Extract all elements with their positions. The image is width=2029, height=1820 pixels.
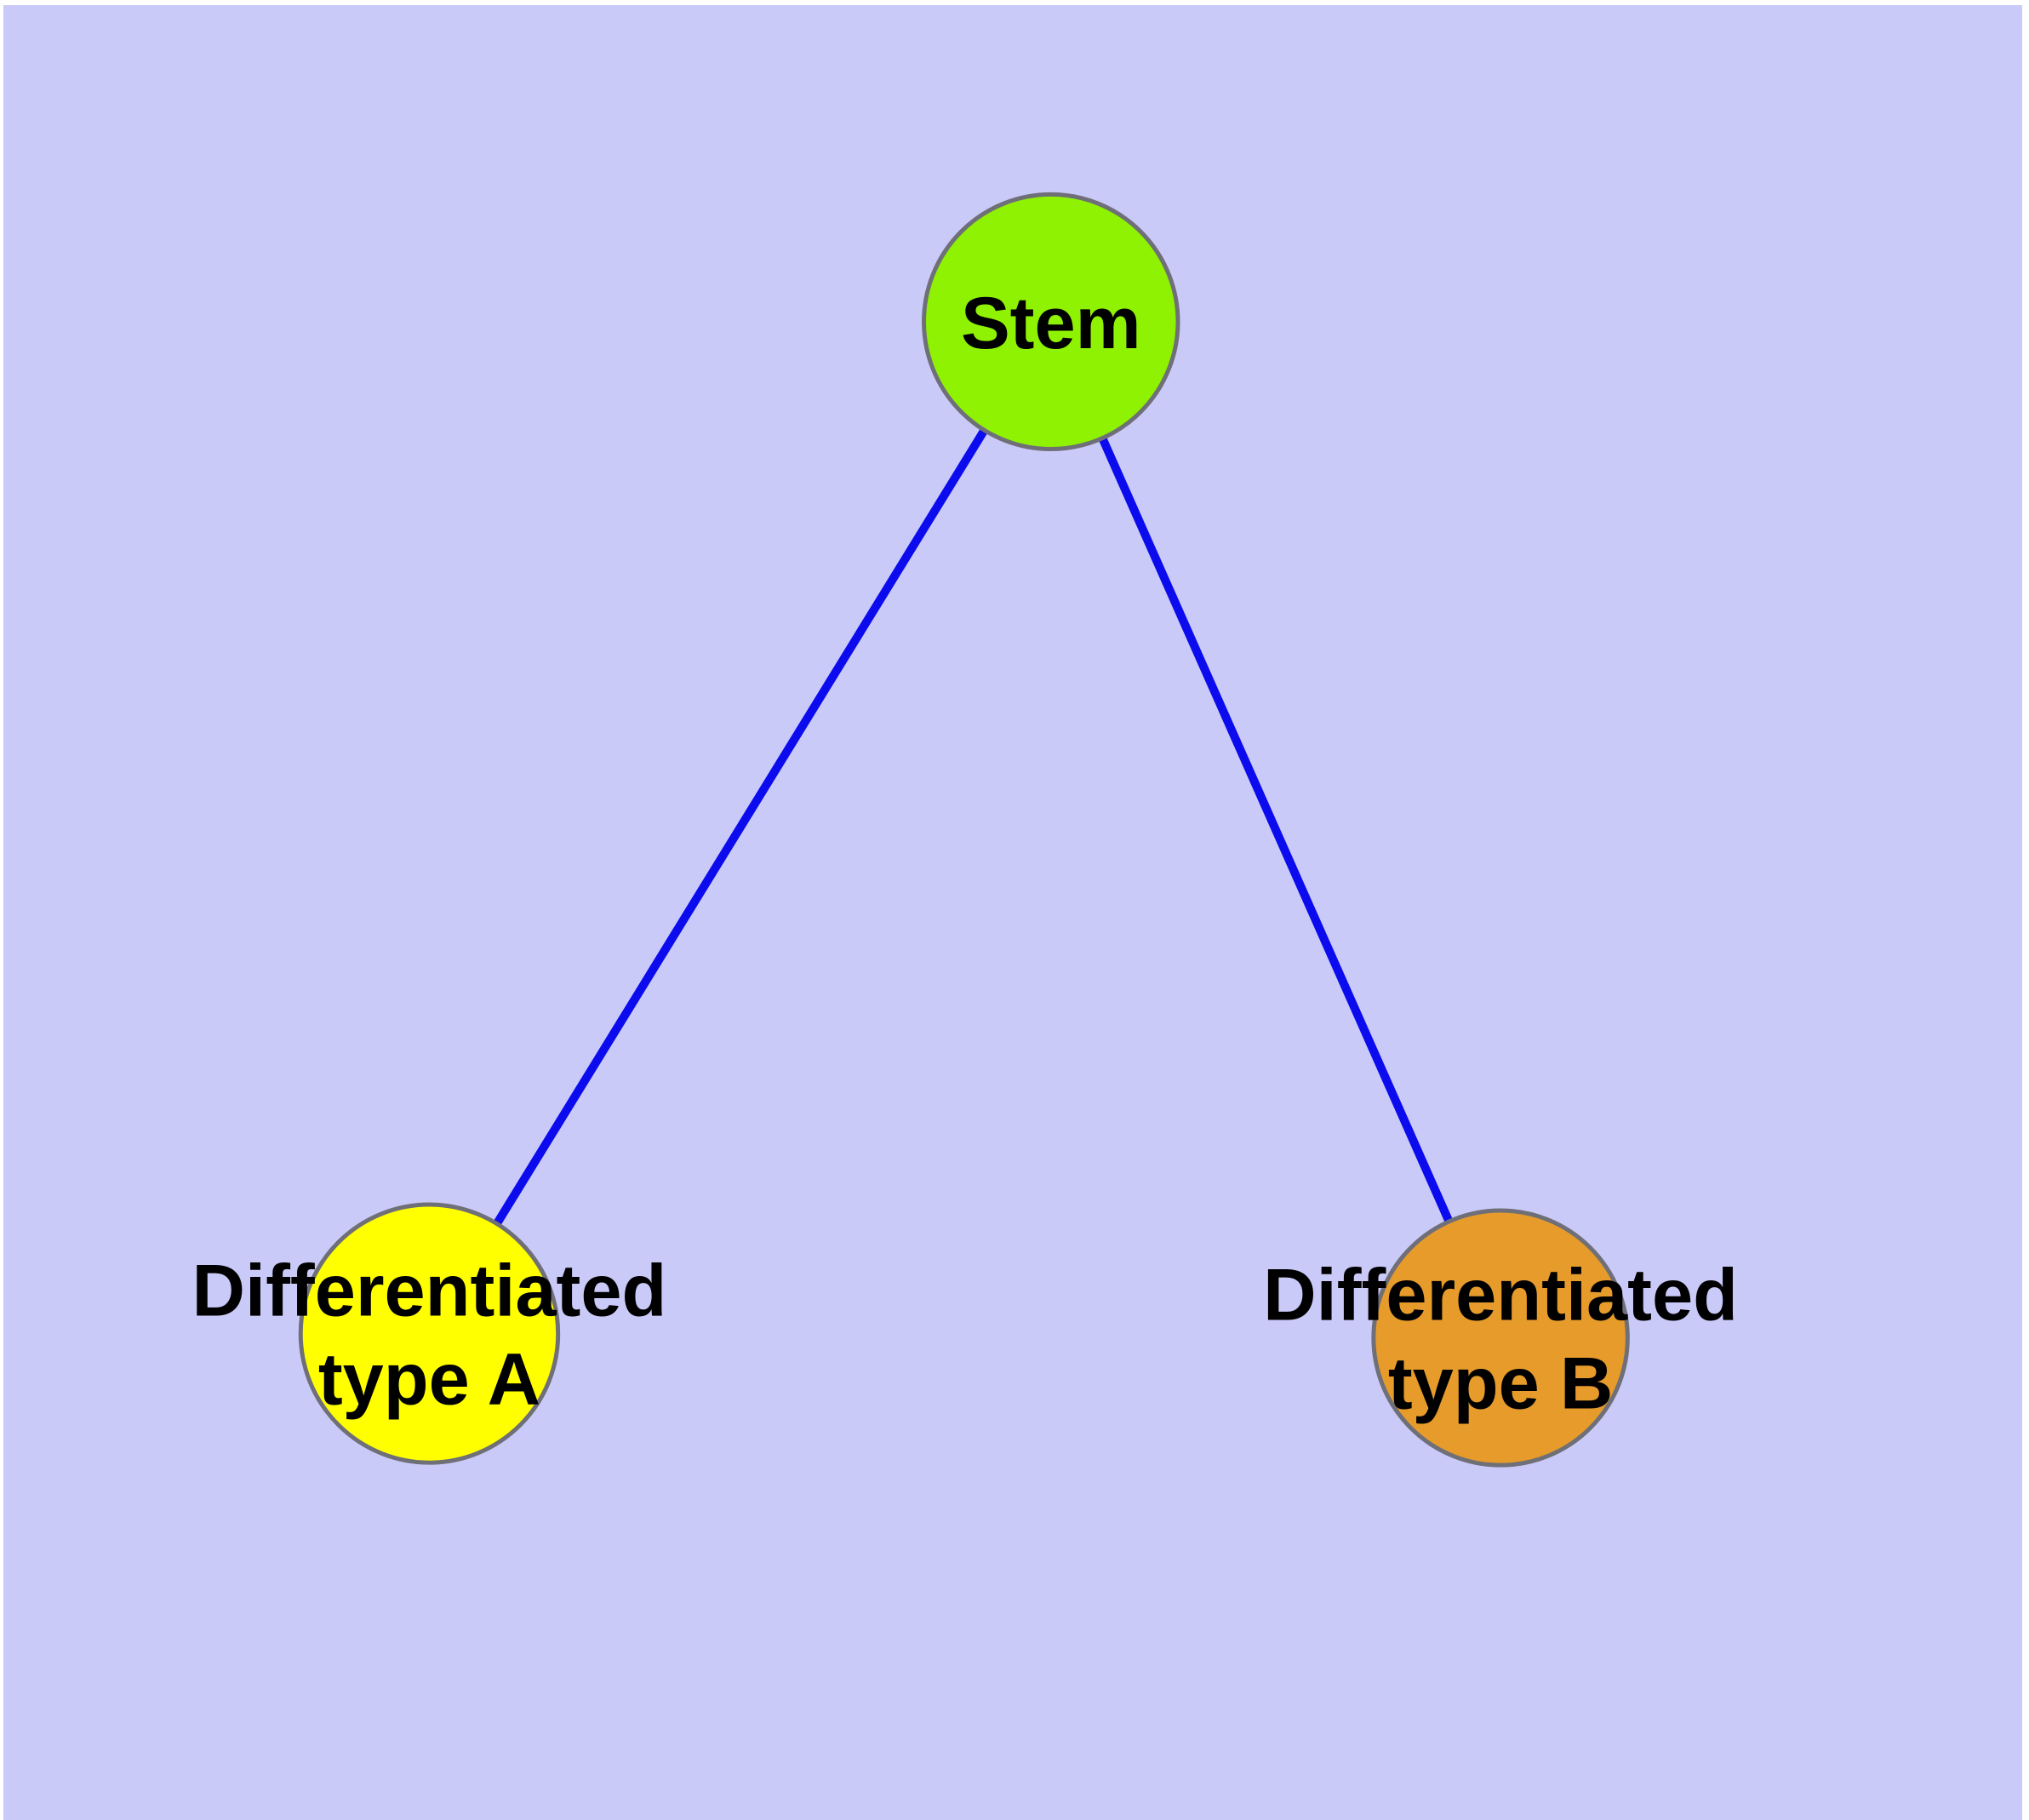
edge-stem-to-typeB [1047,319,1505,1340]
node-stem [922,192,1180,452]
diagram-canvas: Stem Differentiated type A Differentiate… [3,5,2022,1820]
node-type-b-label-line2: type B [1388,1342,1614,1424]
node-type-a-label-line2: type A [318,1338,540,1420]
node-differentiated-type-a [298,1202,561,1465]
graph-svg: Stem Differentiated type A Differentiate… [192,192,1738,1468]
node-type-b-label-line1: Differentiated [1263,1255,1738,1336]
node-type-a-label-line1: Differentiated [192,1251,667,1332]
edge-stem-to-typeA [426,319,1055,1336]
node-differentiated-type-b [1371,1208,1630,1468]
node-stem-label: Stem [961,283,1141,364]
